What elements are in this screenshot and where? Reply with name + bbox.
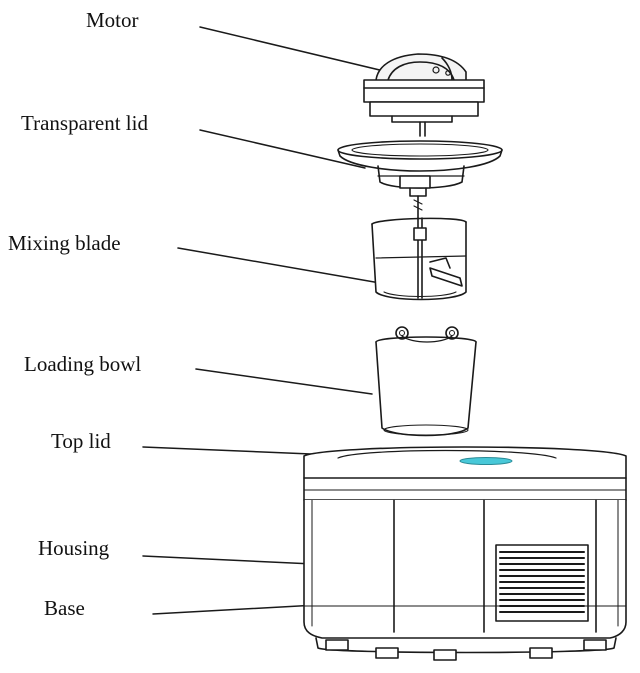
- label-motor: Motor: [86, 8, 139, 32]
- label-transparent-lid: Transparent lid: [21, 111, 148, 135]
- label-housing: Housing: [38, 536, 110, 560]
- leader-mixing-blade: [177, 247, 381, 284]
- leader-transparent-lid: [199, 129, 366, 169]
- leader-loading-bowl: [195, 368, 373, 395]
- label-top-lid: Top lid: [51, 429, 111, 453]
- label-mixing-blade: Mixing blade: [8, 231, 121, 255]
- housing-part: [303, 446, 627, 661]
- mixing-blade-part: [371, 217, 467, 301]
- leader-motor: [199, 26, 389, 73]
- label-base: Base: [44, 596, 85, 620]
- label-loading-bowl: Loading bowl: [24, 352, 142, 376]
- leader-housing: [142, 555, 336, 566]
- leader-top-lid: [142, 446, 336, 456]
- motor-part: [363, 53, 485, 137]
- loading-bowl-part: [375, 326, 477, 437]
- transparent-lid-part: [337, 140, 503, 219]
- leader-lines: [142, 26, 389, 615]
